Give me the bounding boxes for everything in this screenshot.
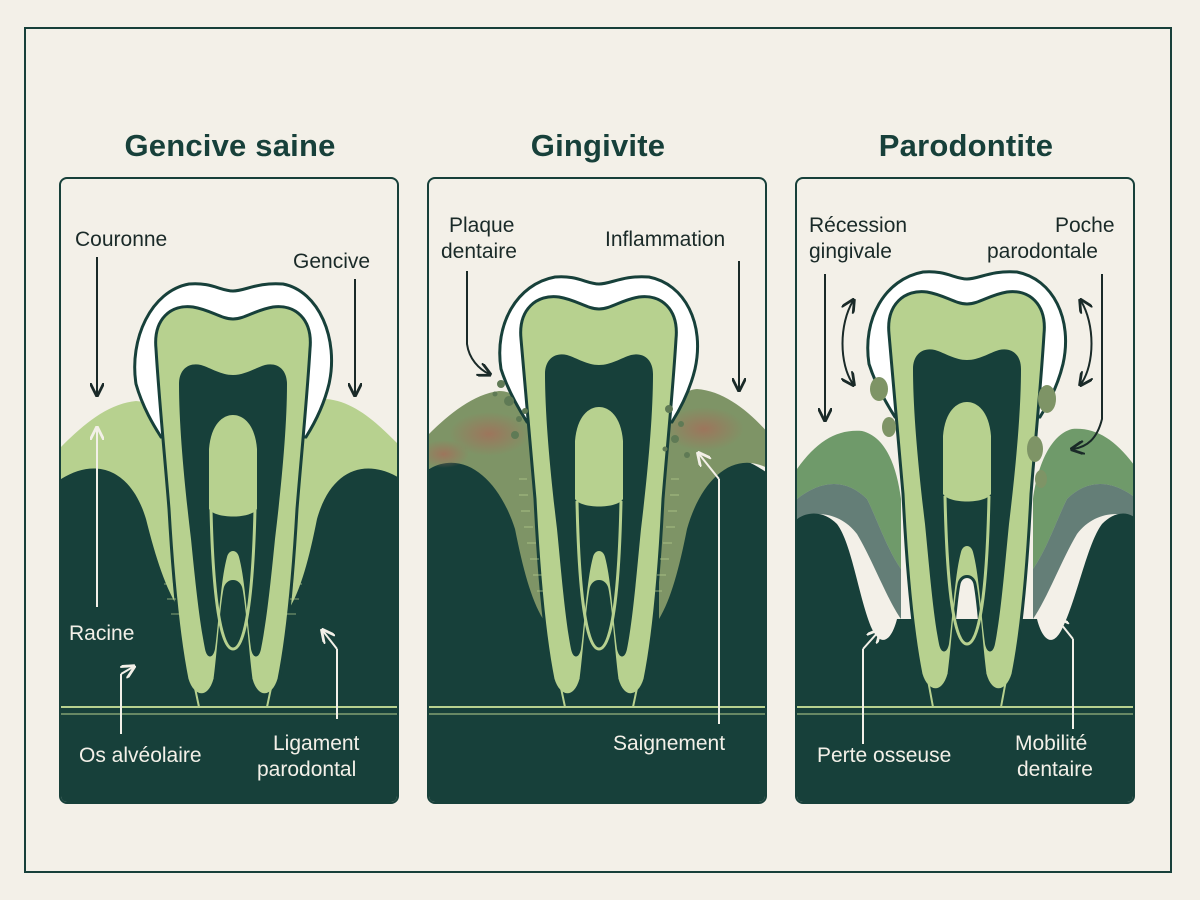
label-ligament-line1: Ligament (273, 732, 360, 755)
label-root: Racine (69, 622, 135, 645)
label-inflammation: Inflammation (605, 228, 726, 251)
healthy-tooth-illustration (61, 257, 397, 802)
label-plaque-line2: dentaire (441, 240, 517, 263)
label-crown: Couronne (75, 228, 168, 251)
panel-gingivitis: Plaque dentaire Inflammation Saignement (427, 177, 767, 804)
label-gum: Gencive (293, 250, 371, 273)
gingivitis-tooth-illustration (429, 261, 765, 802)
label-recession-line1: Récession (809, 214, 908, 237)
label-bone-loss: Perte osseuse (817, 744, 952, 767)
title-periodontitis: Parodontite (878, 128, 1054, 163)
figure-frame (24, 27, 1172, 873)
label-pocket-line1: Poche (1055, 214, 1115, 237)
label-mobility-line2: dentaire (1017, 758, 1093, 781)
label-alveolar-bone: Os alvéolaire (79, 744, 202, 767)
label-pocket-line2: parodontale (987, 240, 1098, 263)
panel-healthy: Couronne Gencive Racine Os alvéolaire Li… (59, 177, 399, 804)
periodontitis-tooth-illustration (797, 270, 1133, 802)
panel-periodontitis: Récession gingivale Poche parodontale Pe… (795, 177, 1135, 804)
label-recession-line2: gingivale (809, 240, 892, 263)
label-ligament-line2: parodontal (257, 758, 357, 781)
label-bleeding: Saignement (613, 732, 726, 755)
label-plaque-line1: Plaque (449, 214, 515, 237)
title-gingivitis: Gingivite (530, 128, 666, 163)
title-healthy-gum: Gencive saine (124, 128, 336, 163)
label-mobility-line1: Mobilité (1015, 732, 1088, 755)
